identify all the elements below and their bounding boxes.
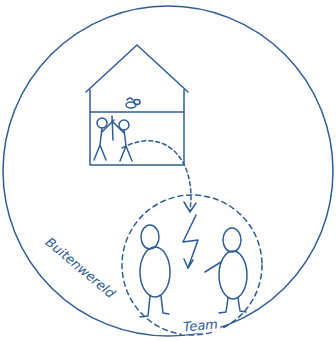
house-walls bbox=[90, 90, 184, 165]
team-circle: Team bbox=[122, 195, 262, 335]
arrow-head bbox=[184, 202, 196, 212]
team-label: Team bbox=[180, 317, 220, 335]
lightning-bolt bbox=[183, 215, 198, 268]
circle-outline bbox=[122, 195, 262, 335]
circle-outline bbox=[3, 6, 333, 336]
team-figure-right bbox=[205, 228, 247, 313]
outer-circle: Team Buitenwereld bbox=[3, 6, 333, 336]
region-label: Buitenwereld bbox=[41, 234, 119, 303]
house-floor bbox=[90, 111, 184, 113]
circle-line bbox=[3, 6, 333, 336]
team-figure-left bbox=[140, 225, 170, 317]
house-roof bbox=[86, 45, 188, 92]
bee-scribble bbox=[126, 98, 140, 108]
dashed-arrow bbox=[122, 141, 191, 210]
circle-line bbox=[122, 195, 262, 335]
fighting-figures bbox=[94, 116, 132, 161]
